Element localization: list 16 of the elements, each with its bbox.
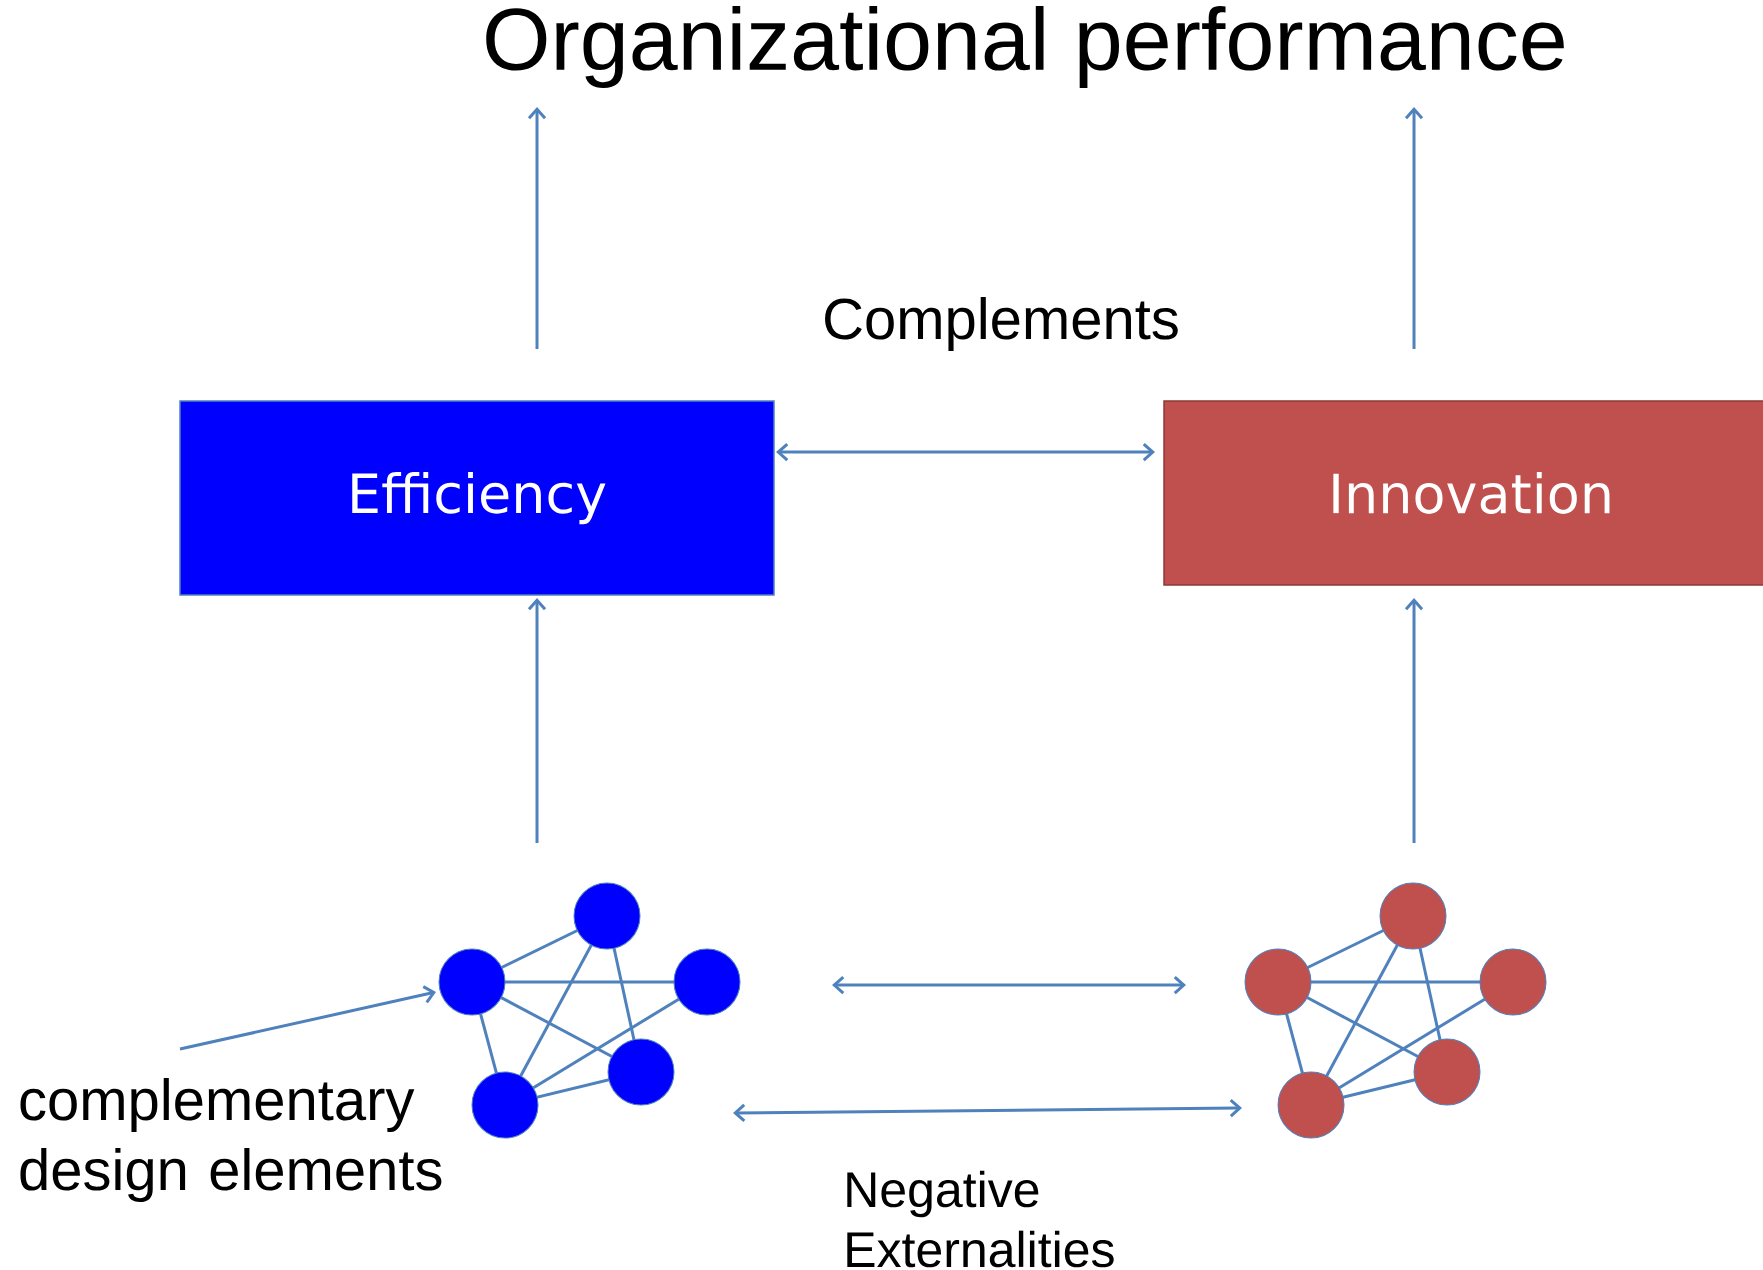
arrow (179, 985, 436, 1051)
arrow (527, 598, 547, 843)
arrow (832, 975, 1186, 995)
arrow (527, 107, 547, 349)
edge-label: Complements (825, 296, 1178, 352)
arrow (776, 442, 1155, 462)
process-box: Efficiency (179, 400, 775, 596)
edge-label: Negative Externalities (847, 1170, 1114, 1268)
process-box: Innovation (1163, 400, 1763, 586)
network-drawing (1244, 882, 1547, 1139)
title: Organizational performance (486, 6, 1564, 88)
arrow (733, 1099, 1242, 1123)
note-text: complementary design elements (20, 1078, 442, 1203)
arrow (1404, 598, 1424, 843)
arrow (1404, 107, 1424, 349)
network-drawing (438, 882, 741, 1139)
